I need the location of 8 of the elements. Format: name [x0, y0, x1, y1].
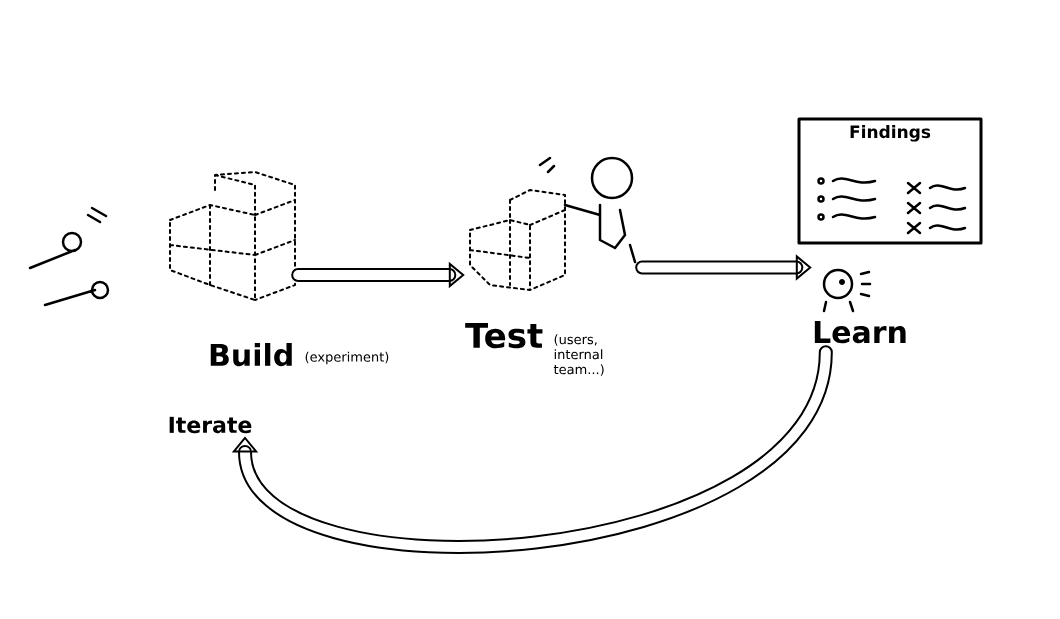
step-label: Test — [465, 323, 543, 349]
findings-board: Findings — [797, 117, 983, 245]
note-text: (experiment) — [305, 351, 389, 365]
hollow-arrow — [231, 345, 833, 554]
step-label: Iterate — [169, 416, 252, 434]
step-label: Build — [210, 343, 292, 367]
step-label: Learn — [814, 321, 906, 344]
note-text: (users, internal team...) — [553, 334, 604, 376]
